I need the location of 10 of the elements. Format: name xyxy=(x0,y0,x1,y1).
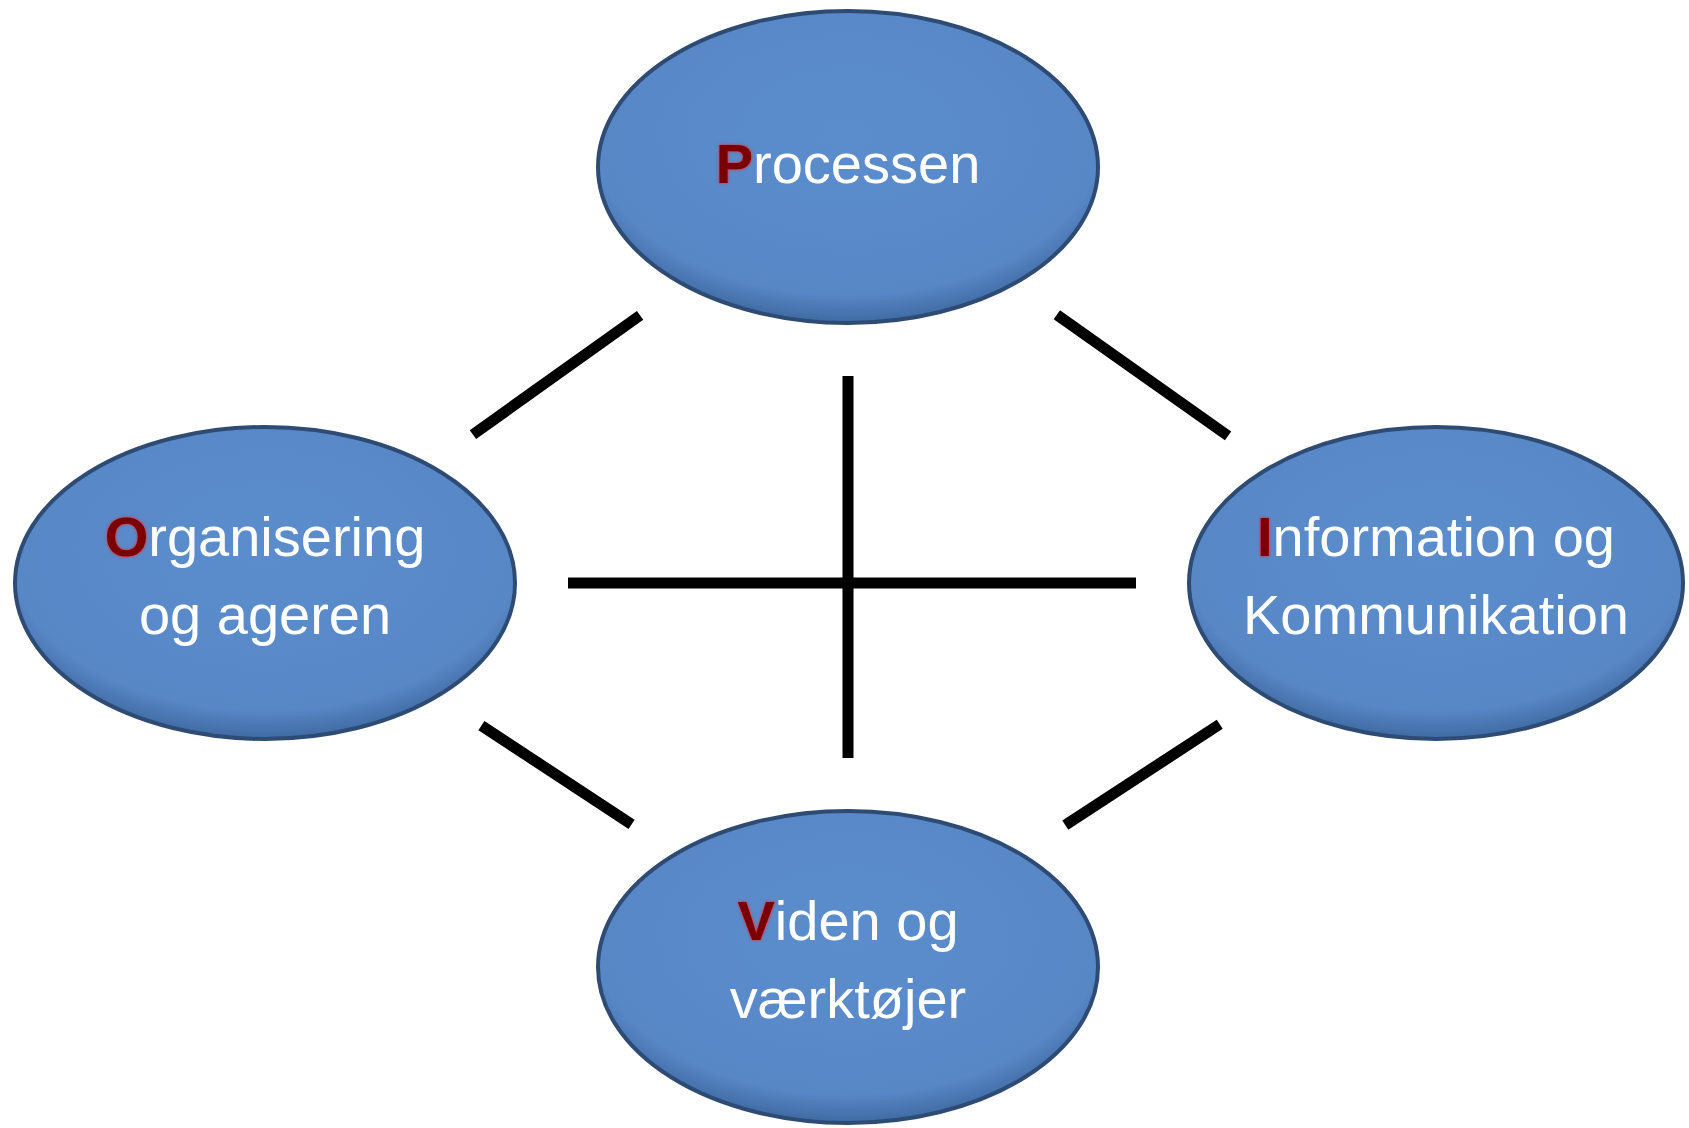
node-label: Information og Kommunikation xyxy=(1242,504,1630,649)
connector-line xyxy=(842,376,854,758)
node-label: Organisering og ageren xyxy=(103,504,427,649)
connector-line xyxy=(1053,310,1232,441)
connector-line xyxy=(568,577,1136,589)
node-label: Processen xyxy=(714,130,982,197)
node-label: Viden og værktøjer xyxy=(728,888,968,1033)
connector-line xyxy=(478,720,635,830)
connector-line xyxy=(469,310,644,440)
connector-line xyxy=(1062,719,1223,830)
